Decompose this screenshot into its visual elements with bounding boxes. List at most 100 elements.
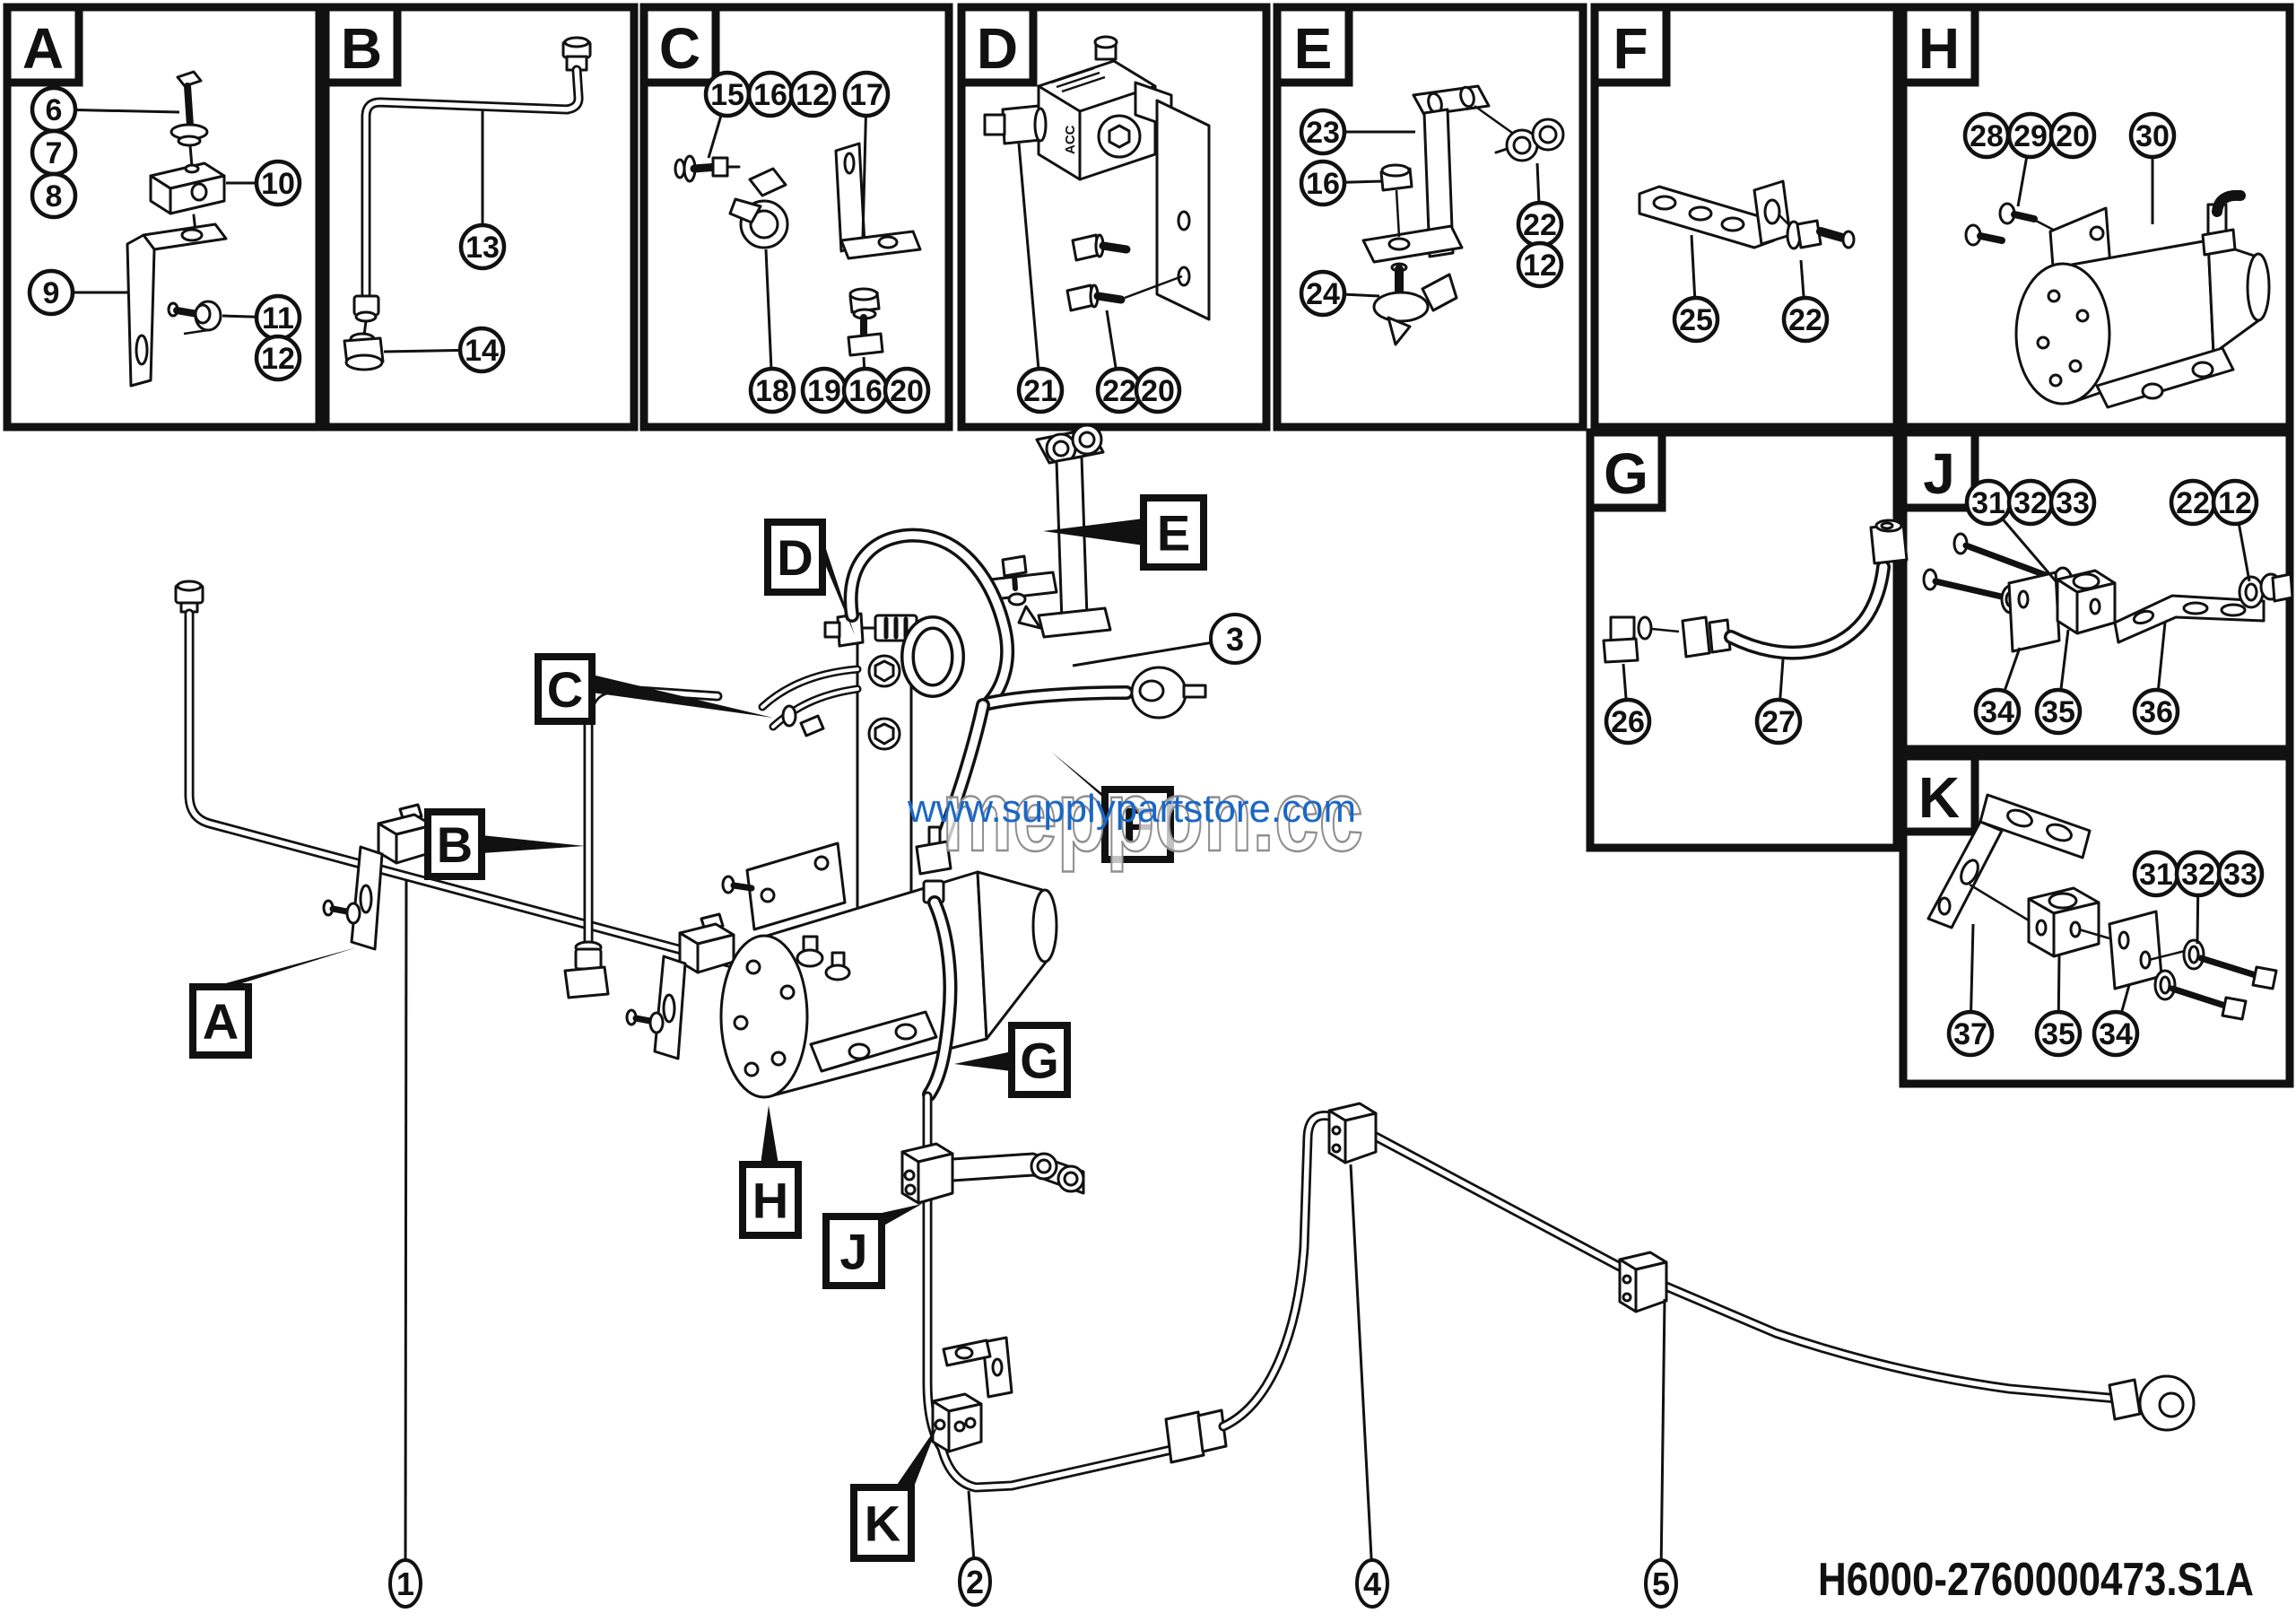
detail-box-letter-C: C bbox=[659, 16, 700, 81]
callout-circle-30 bbox=[2128, 111, 2177, 160]
diagram-shape bbox=[2072, 572, 2100, 590]
diagram-shape bbox=[2251, 965, 2278, 990]
diagram-shape bbox=[1331, 1143, 1342, 1154]
diagram-shape bbox=[719, 934, 809, 1099]
callout-leader-18 bbox=[764, 249, 773, 370]
diagram-shape bbox=[917, 1152, 954, 1205]
diagram-shape bbox=[1093, 292, 1126, 304]
callout-number-16: 16 bbox=[753, 78, 787, 112]
diagram-shape bbox=[2017, 589, 2030, 609]
callout-number-16: 16 bbox=[848, 374, 883, 408]
detail-box-letter-B: B bbox=[341, 16, 382, 81]
main-label-box-E bbox=[1140, 494, 1207, 571]
diagram-shape bbox=[813, 855, 830, 871]
ref-leader-4 bbox=[1349, 1164, 1373, 1561]
detail-box-letter-F: F bbox=[1613, 16, 1648, 81]
diagram-shape bbox=[2046, 823, 2073, 842]
diagram-shape bbox=[728, 197, 762, 224]
diagram-shape bbox=[1880, 521, 1894, 530]
diagram-shape bbox=[1459, 85, 1475, 109]
diagram-shape bbox=[1177, 210, 1191, 231]
callout-number-35: 35 bbox=[2041, 695, 2075, 729]
diagram-shape bbox=[1387, 316, 1412, 346]
diagram-shape bbox=[2221, 996, 2248, 1021]
diagram-shape bbox=[2007, 571, 2061, 653]
callout-leader-35 bbox=[2057, 954, 2061, 1013]
callout-leader-34 bbox=[2003, 647, 2022, 692]
callout-circle-37 bbox=[1946, 1009, 1995, 1058]
diagram-shape bbox=[574, 947, 603, 971]
diagram-shape bbox=[843, 152, 856, 175]
callout-leader-32 bbox=[2196, 894, 2200, 945]
diagram-shape bbox=[1033, 107, 1048, 143]
detail-box-tab-J bbox=[1899, 428, 1979, 512]
diagram-shape bbox=[711, 156, 729, 178]
callout-circle-10 bbox=[254, 159, 302, 207]
ref-leader-5 bbox=[1659, 1298, 1666, 1561]
sketch-box-c bbox=[674, 142, 922, 357]
diagram-shape bbox=[1012, 573, 1018, 591]
watermarks: meppon.cc www.supplypartstore.com bbox=[907, 759, 1364, 874]
detail-box-letter-H: H bbox=[1918, 16, 1960, 81]
callout-circle-13 bbox=[458, 222, 507, 271]
callout-number-14: 14 bbox=[465, 334, 499, 368]
diagram-shape bbox=[2108, 910, 2163, 990]
diagram-shape bbox=[1196, 1408, 1228, 1453]
diagram-shape bbox=[953, 1420, 966, 1433]
diagram-shape bbox=[1001, 554, 1028, 578]
diagram-shape bbox=[1538, 125, 1558, 144]
diagram-shape bbox=[796, 948, 824, 968]
callout-leader-27 bbox=[1779, 658, 1785, 701]
detail-box-letter-J: J bbox=[1923, 441, 1955, 506]
ref-circle-5 bbox=[1644, 1558, 1678, 1609]
diagram-shape bbox=[2089, 597, 2101, 615]
callout-number-20: 20 bbox=[1141, 374, 1175, 408]
callout-circle-12 bbox=[788, 70, 837, 118]
callout-leader-25 bbox=[1690, 234, 1697, 299]
diagram-shape bbox=[779, 984, 796, 1000]
diagram-shape bbox=[188, 144, 194, 169]
diagram-shape bbox=[903, 618, 962, 695]
callout-number-26: 26 bbox=[1611, 705, 1645, 739]
diagram-shape bbox=[1036, 1158, 1052, 1174]
diagram-shape bbox=[984, 688, 1131, 708]
diagram-shape bbox=[2148, 949, 2186, 962]
main-label-pointer-A bbox=[213, 947, 357, 987]
diagram-shape bbox=[1372, 291, 1430, 323]
diagram-shape bbox=[1124, 275, 1183, 300]
diagram-shape bbox=[1164, 1410, 1205, 1464]
detail-box-tab-K bbox=[1899, 752, 1979, 836]
diagram-shape bbox=[184, 83, 194, 129]
callout-number-22: 22 bbox=[1523, 208, 1557, 242]
diagram-shape bbox=[2244, 582, 2258, 602]
sketch-box-a bbox=[126, 70, 228, 388]
diagram-shape bbox=[1708, 618, 1732, 654]
ref-circle-4 bbox=[1355, 1558, 1389, 1609]
ref-number-5: 5 bbox=[1652, 1565, 1670, 1602]
callout-number-22: 22 bbox=[1788, 303, 1822, 337]
diagram-shape bbox=[135, 334, 149, 366]
diagram-shape bbox=[1331, 1125, 1342, 1136]
diagram-shape bbox=[894, 1023, 918, 1041]
diagram-shape bbox=[1969, 883, 2030, 922]
detail-box-letter-K: K bbox=[1918, 765, 1960, 830]
callout-number-8: 8 bbox=[46, 179, 63, 214]
ref-number-3: 3 bbox=[1226, 621, 1244, 658]
diagram-shape bbox=[1218, 1111, 2133, 1432]
ref-circle-1 bbox=[388, 1558, 422, 1609]
main-label-letter-A: A bbox=[203, 993, 239, 1050]
callout-number-20: 20 bbox=[2056, 119, 2090, 153]
diagram-shape bbox=[1155, 99, 1211, 321]
diagram-shape bbox=[345, 902, 361, 925]
callout-leader-37 bbox=[1970, 923, 1975, 1013]
diagram-shape bbox=[1361, 224, 1464, 264]
main-label-letter-E: E bbox=[1157, 505, 1190, 562]
diagram-shape bbox=[1602, 637, 1639, 664]
diagram-shape bbox=[1017, 605, 1042, 630]
callout-number-9: 9 bbox=[43, 276, 60, 310]
detail-box-letter-E: E bbox=[1294, 16, 1333, 81]
diagram-artwork: ACC bbox=[126, 35, 2294, 1493]
sketch-box-j bbox=[1922, 532, 2294, 653]
callout-number-37: 37 bbox=[1953, 1017, 1987, 1051]
